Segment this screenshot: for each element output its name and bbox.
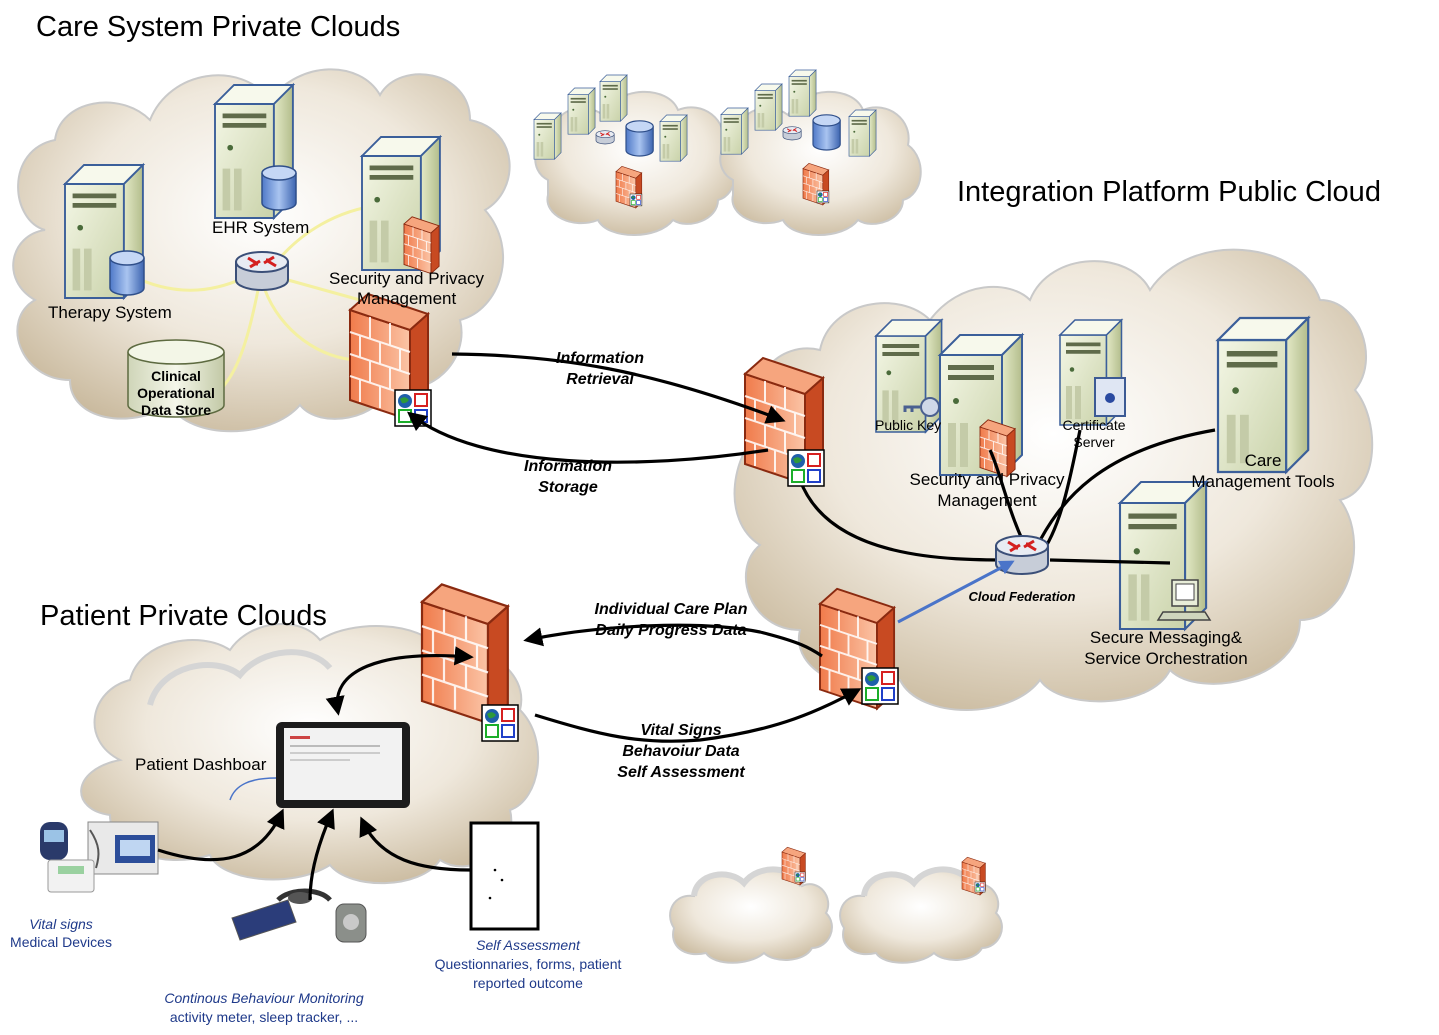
workstation-icon	[1156, 579, 1212, 621]
medical-devices-icon	[40, 821, 159, 893]
federation-link	[897, 560, 1015, 624]
certificate-label-2: Server	[1073, 434, 1115, 450]
patient-title: Patient Private Clouds	[40, 600, 327, 632]
integration-platform-title: Integration Platform Public Cloud	[957, 176, 1381, 208]
small-patient-cloud-2	[839, 856, 1003, 964]
integration-firewall-bottom	[819, 587, 899, 710]
vitals-label-1: Vital Signs	[640, 722, 721, 739]
medical-devices-caption: Medical Devices	[10, 934, 112, 950]
self-assessment-form-icon	[469, 821, 540, 931]
cloud-federation-router	[994, 534, 1050, 576]
info-retrieval-label-2: Retrieval	[566, 371, 634, 388]
flow-arrows	[406, 352, 862, 743]
info-storage-label-1: Information	[524, 458, 612, 475]
messaging-server	[1118, 480, 1212, 631]
ehr-system-label: EHR System	[212, 218, 309, 237]
vitals-label-3: Self Assessment	[617, 764, 745, 781]
clinical-data-store	[127, 339, 225, 418]
certificate-server	[1059, 319, 1126, 426]
patient-links	[157, 646, 474, 901]
messaging-label-1: Secure Messaging&	[1090, 628, 1243, 647]
integration-security-label-2: Management	[937, 491, 1037, 510]
vital-signs-caption: Vital signs	[29, 916, 93, 932]
behaviour-caption-2: activity meter, sleep tracker, ...	[170, 1009, 358, 1025]
integration-firewall-top	[744, 357, 825, 487]
info-retrieval-label-1: Information	[556, 350, 644, 367]
certificate-label-1: Certificate	[1062, 417, 1125, 433]
care-security-label-2: Management	[357, 289, 457, 308]
clinical-label-3: Data Store	[141, 402, 211, 418]
therapy-system-label: Therapy System	[48, 303, 172, 322]
care-security-label-1: Security and Privacy	[329, 269, 484, 288]
care-management-server	[1216, 316, 1310, 474]
care-router-icon	[234, 250, 290, 292]
info-storage-label-2: Storage	[538, 479, 598, 496]
messaging-label-2: Service Orchestration	[1084, 649, 1247, 668]
therapy-system-server	[64, 164, 145, 299]
cloud-federation-label: Cloud Federation	[969, 589, 1076, 604]
public-key-server	[875, 319, 943, 433]
care-plan-label-1: Individual Care Plan	[595, 601, 748, 618]
care-security-server	[361, 136, 441, 274]
clinical-label-2: Operational	[137, 385, 215, 401]
integration-security-label-1: Security and Privacy	[910, 470, 1065, 489]
care-tools-label-1: Care	[1245, 451, 1282, 470]
small-care-cloud-2	[719, 69, 922, 236]
patient-dashboard-label: Patient Dashboar	[135, 755, 267, 774]
certificate-icon	[1094, 377, 1126, 417]
clinical-label-1: Clinical	[151, 368, 201, 384]
care-tools-label-2: Management Tools	[1191, 472, 1334, 491]
small-patient-cloud-1	[669, 846, 833, 964]
ehr-system-server	[214, 84, 297, 219]
integration-security-server	[939, 334, 1023, 477]
vitals-label-2: Behavoiur Data	[622, 743, 739, 760]
behaviour-caption-1: Continous Behaviour Monitoring	[164, 990, 363, 1006]
care-plan-label-2: Daily Progress Data	[595, 622, 746, 639]
self-assessment-caption-1: Self Assessment	[476, 937, 581, 953]
public-key-label: Public Key	[875, 417, 941, 433]
tablet-dashboard	[276, 722, 410, 808]
behaviour-devices-icon	[231, 888, 367, 943]
self-assessment-caption-2: Questionnaries, forms, patient	[435, 956, 622, 972]
care-system-title: Care System Private Clouds	[36, 11, 400, 43]
small-care-cloud-1	[533, 74, 737, 236]
self-assessment-caption-3: reported outcome	[473, 975, 583, 991]
